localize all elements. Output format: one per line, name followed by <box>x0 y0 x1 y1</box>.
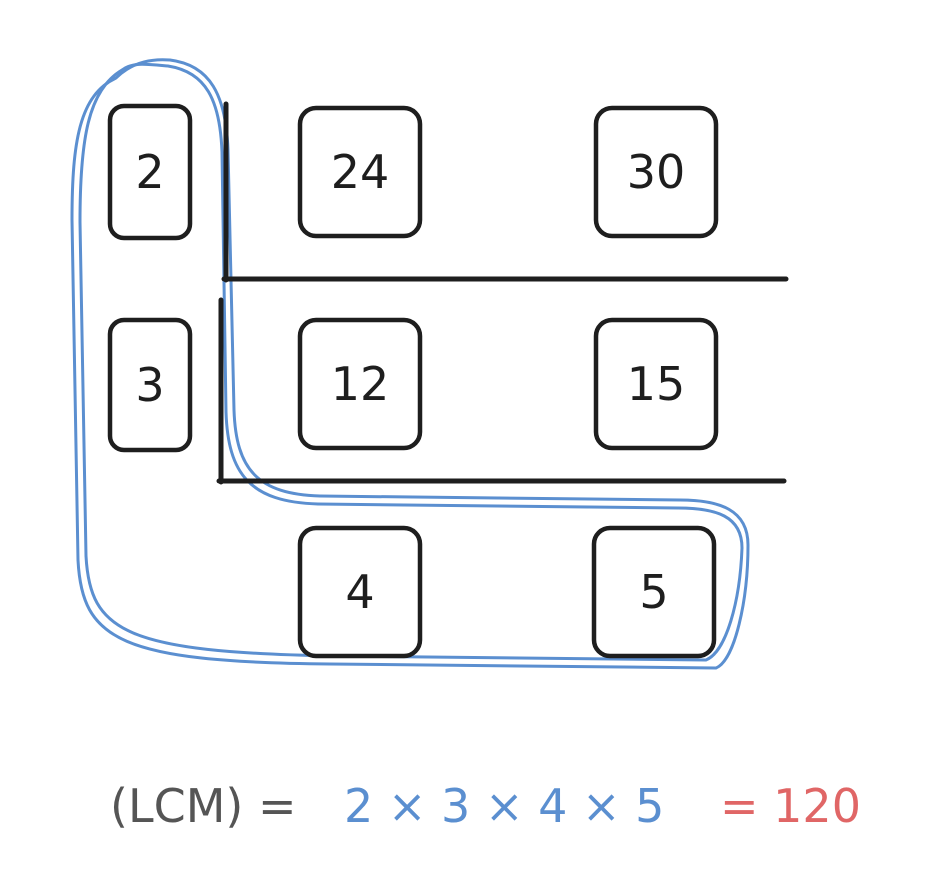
number-box: 12 <box>297 317 423 451</box>
highlight-loop <box>70 58 750 670</box>
equation-result: = 120 <box>720 779 861 833</box>
lcm-equation: (LCM) = 2 × 3 × 4 × 5 = 120 <box>110 779 861 833</box>
divisor-value: 3 <box>135 358 164 412</box>
number-box: 15 <box>593 317 719 451</box>
number-box: 4 <box>297 525 423 659</box>
equation-label: (LCM) = <box>110 779 297 833</box>
number-value: 24 <box>331 145 390 199</box>
ladder-lines <box>216 101 789 485</box>
number-value: 4 <box>345 565 374 619</box>
number-box: 30 <box>593 105 719 239</box>
divisor-value: 2 <box>135 145 164 199</box>
divisor-column: 2 3 <box>107 103 193 453</box>
number-value: 5 <box>639 565 668 619</box>
divisor-box: 2 <box>107 103 193 241</box>
number-value: 12 <box>331 357 390 411</box>
number-box: 5 <box>591 525 717 659</box>
number-box: 24 <box>297 105 423 239</box>
divisor-box: 3 <box>107 317 193 453</box>
number-grid: 24 30 12 15 4 5 <box>297 105 719 659</box>
equation-product: 2 × 3 × 4 × 5 <box>344 779 664 833</box>
number-value: 15 <box>627 357 686 411</box>
number-value: 30 <box>627 145 686 199</box>
